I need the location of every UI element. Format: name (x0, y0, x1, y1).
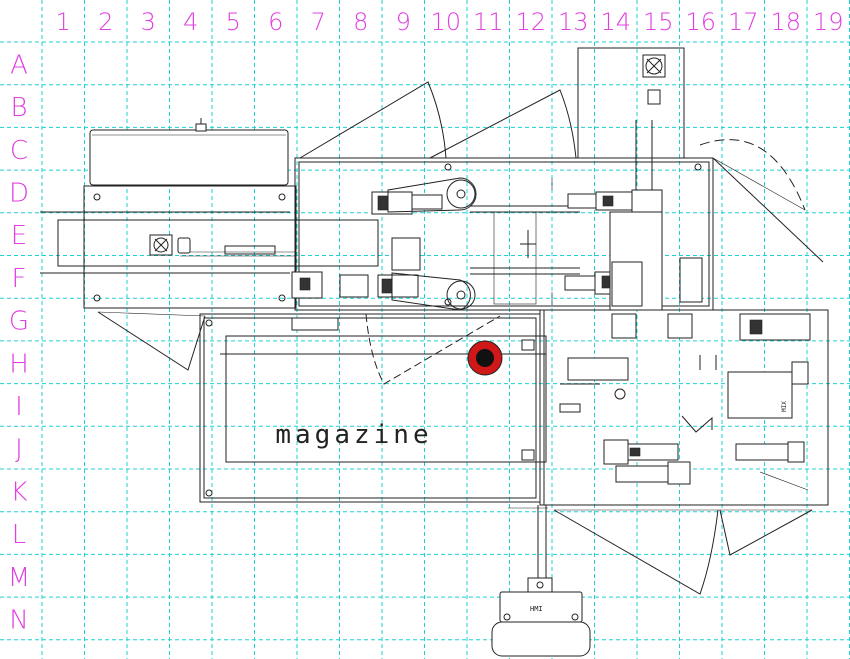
center-guide (493, 178, 553, 305)
top-fan-tower (577, 47, 685, 190)
top-console-box (89, 118, 289, 186)
grid-column-label: 8 (353, 8, 368, 36)
grid-column-label: 15 (643, 8, 674, 36)
grid-column-label: 5 (226, 8, 241, 36)
grid-row-label: M (8, 563, 30, 593)
right-door-flaps (699, 139, 824, 263)
grid-column-label: 14 (600, 8, 631, 36)
grid-row-label: J (15, 435, 23, 465)
lower-right-motor (564, 211, 703, 311)
fan-icon (149, 234, 191, 256)
hmi-column (508, 505, 553, 593)
grid-column-label: 16 (685, 8, 716, 36)
machine-drawing (40, 47, 829, 657)
grid-row-label: L (12, 520, 27, 550)
grid-column-label: 19 (813, 8, 844, 36)
magazine-tray (199, 313, 547, 503)
bottom-door-flaps (553, 509, 813, 595)
grid-column-label: 11 (473, 8, 504, 36)
grid-column-label: 6 (268, 8, 283, 36)
lower-belt-drive (291, 237, 580, 311)
left-guard-flap (97, 311, 206, 371)
infeed-conveyor (40, 185, 379, 309)
grid-column-label: 2 (98, 8, 113, 36)
grid-row-label: D (9, 178, 29, 208)
grid-column-label: 1 (56, 8, 71, 36)
grid-column-label: 17 (728, 8, 759, 36)
hmi-label: HMI (530, 605, 543, 613)
grid-row-label: A (10, 50, 28, 80)
grid-row-label: G (9, 307, 29, 337)
upper-belt-drive (371, 177, 580, 215)
grid-row-label: N (9, 605, 28, 635)
magazine-label: magazine (275, 420, 432, 450)
grid-row-label: I (15, 392, 23, 422)
upper-right-motor (567, 189, 663, 213)
emergency-stop-button (467, 340, 503, 376)
grid-row-label: C (10, 136, 28, 166)
grid-column-label: 13 (558, 8, 589, 36)
grid-row-label: B (10, 93, 27, 123)
grid-row-label: K (10, 477, 27, 507)
unit-label: MIX (781, 401, 788, 412)
top-door-flaps (299, 81, 577, 159)
right-lower-frame (539, 309, 829, 506)
main-machine-frame (294, 157, 714, 311)
grid-column-label: 3 (141, 8, 156, 36)
grid-column-label: 9 (396, 8, 411, 36)
grid-column-label: 18 (770, 8, 801, 36)
hmi-panel (491, 591, 591, 657)
grid-column-label: 12 (515, 8, 546, 36)
grid-column-label: 10 (430, 8, 461, 36)
grid-column-label: 7 (311, 8, 326, 36)
grid-column-label: 4 (183, 8, 198, 36)
grid-row-label: F (12, 264, 27, 294)
grid-row-label: H (9, 349, 29, 379)
grid-row-label: E (11, 221, 27, 251)
